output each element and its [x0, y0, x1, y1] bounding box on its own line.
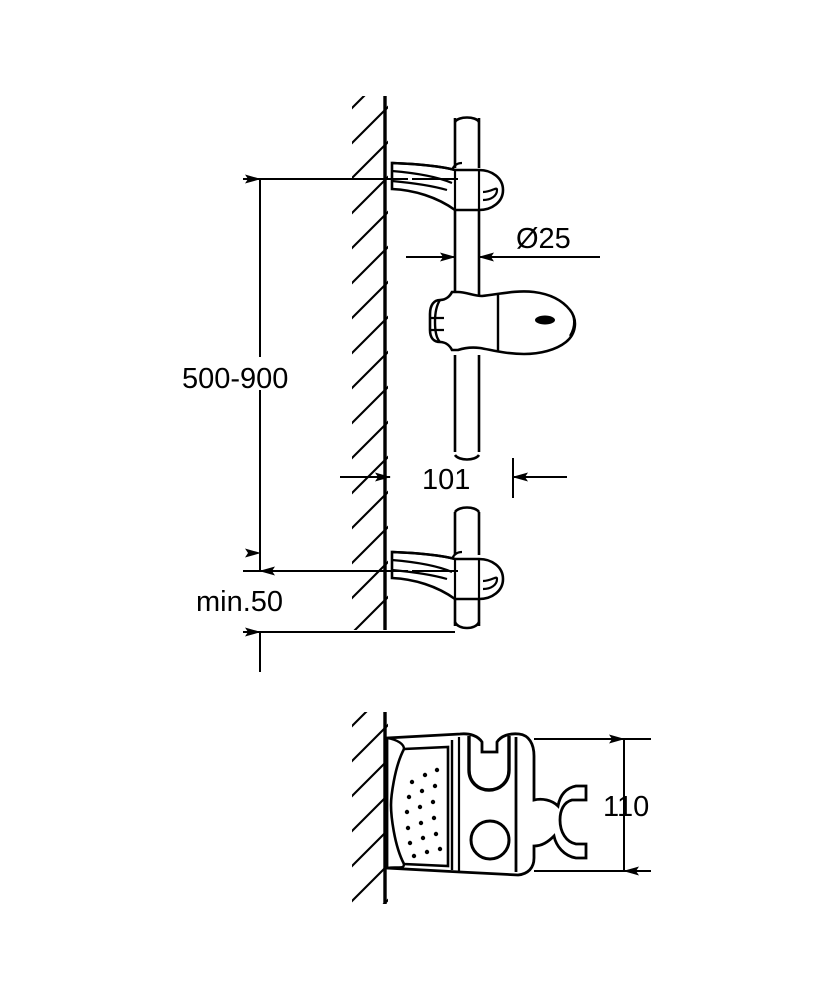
- rail-mid-segment: [453, 355, 481, 452]
- dim-label-min-clearance: min.50: [196, 586, 283, 618]
- holder-u-slot: [467, 736, 511, 792]
- rail-lower-segment: [453, 512, 481, 555]
- rail-top-cap: [453, 116, 481, 123]
- dim-label-rail-diameter: Ø25: [516, 223, 571, 255]
- dimension-rail-height: 500-900: [182, 174, 458, 576]
- lower-wall-bracket: [390, 550, 505, 601]
- hand-shower-holder-detail: [385, 732, 588, 877]
- wall-hatching-upper: [352, 96, 388, 630]
- rail-break-cap-lower: [453, 506, 481, 513]
- holder-round-hole: [469, 819, 511, 861]
- dim-label-wall-projection: 101: [422, 464, 470, 496]
- dim-label-rail-height: 500-900: [182, 363, 288, 395]
- dimension-wall-projection: 101: [340, 458, 567, 498]
- dimension-rail-diameter: Ø25: [406, 223, 600, 262]
- holder-detent-slot: [535, 315, 555, 325]
- wall-section-upper: [352, 96, 388, 630]
- dimension-min-clearance: min.50: [196, 548, 455, 672]
- sliding-shower-holder: [428, 290, 577, 356]
- wall-section-lower: [352, 712, 388, 904]
- wall-hatching-lower: [352, 712, 388, 904]
- rail-top-stub: [453, 118, 481, 168]
- dim-label-holder-height: 110: [603, 791, 649, 823]
- rail-break-cap-upper: [453, 454, 481, 461]
- dimension-holder-height: 110: [534, 734, 651, 876]
- holder-perforation-dots: [404, 767, 443, 859]
- upper-wall-bracket: [390, 161, 505, 212]
- rail-bottom-cap: [453, 621, 481, 630]
